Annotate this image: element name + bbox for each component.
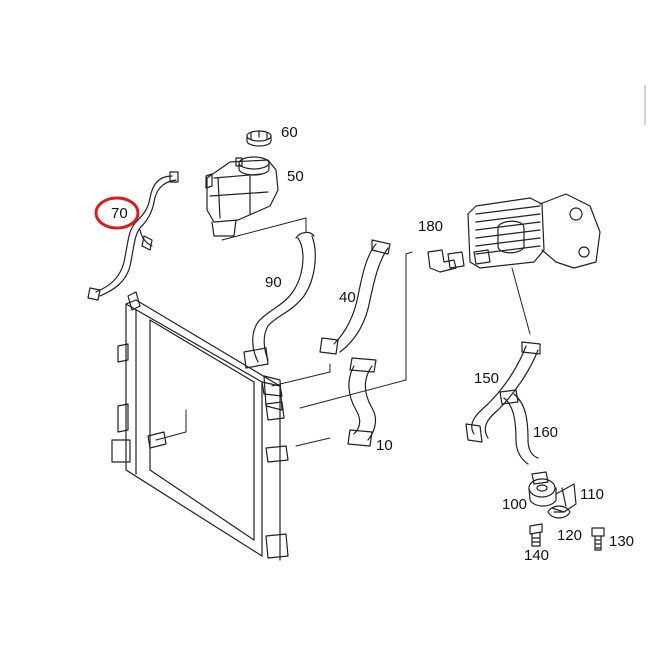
bolt-part-130[interactable] bbox=[591, 527, 605, 551]
label-part-60: 60 bbox=[281, 124, 298, 141]
label-part-110: 110 bbox=[580, 486, 604, 503]
label-part-180: 180 bbox=[418, 218, 444, 235]
label-part-130: 130 bbox=[609, 533, 635, 550]
fitting-part-140[interactable] bbox=[529, 523, 543, 547]
label-part-10: 10 bbox=[376, 437, 393, 454]
clamp-part-120[interactable] bbox=[547, 505, 571, 519]
bracket-part-110[interactable] bbox=[551, 483, 577, 513]
label-part-120: 120 bbox=[557, 527, 583, 544]
pipe-part-160[interactable] bbox=[499, 389, 539, 465]
hose-part-90[interactable] bbox=[243, 231, 316, 369]
hose-part-40[interactable] bbox=[319, 239, 391, 355]
hose-part-10[interactable] bbox=[347, 357, 377, 447]
radiator[interactable] bbox=[111, 291, 289, 561]
label-part-40: 40 bbox=[339, 289, 356, 306]
label-part-90: 90 bbox=[265, 274, 282, 291]
expansion-tank-part-50[interactable] bbox=[205, 156, 279, 237]
label-part-150: 150 bbox=[474, 370, 500, 387]
label-part-50: 50 bbox=[287, 168, 304, 185]
fitting-part-180[interactable] bbox=[427, 249, 465, 273]
pump-part-100[interactable] bbox=[528, 471, 557, 507]
hose-part-70[interactable] bbox=[87, 171, 179, 301]
highlight-ring bbox=[94, 196, 140, 230]
label-part-100: 100 bbox=[502, 496, 528, 513]
label-part-160: 160 bbox=[533, 424, 559, 441]
label-part-140: 140 bbox=[524, 547, 550, 564]
cap-part-60[interactable] bbox=[246, 130, 272, 147]
label-part-70: 70 bbox=[111, 205, 128, 222]
pipe-part-150[interactable] bbox=[465, 341, 541, 443]
oil-cooler-assembly[interactable] bbox=[467, 193, 601, 269]
